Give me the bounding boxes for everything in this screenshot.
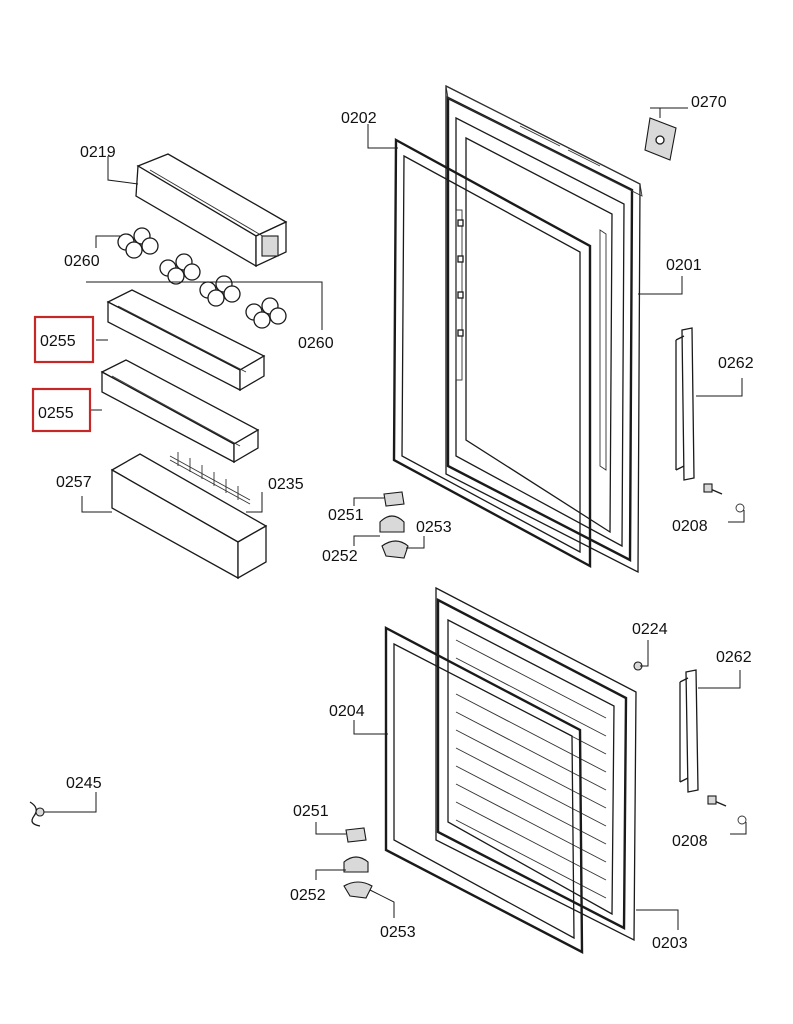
egg-tray-upper-0260 — [117, 227, 201, 285]
hinge-set-lower — [343, 827, 373, 899]
fridge-door-panel — [445, 84, 643, 574]
label-0251-lower: 0251 — [293, 803, 329, 820]
leader-lines — [44, 107, 747, 930]
fridge-door-gasket — [392, 137, 592, 569]
label-0201: 0201 — [666, 257, 702, 274]
label-0208-upper: 0208 — [672, 518, 708, 535]
label-0253-lower: 0253 — [380, 924, 416, 941]
label-0270: 0270 — [691, 94, 727, 111]
label-0202: 0202 — [341, 110, 377, 127]
label-0262-upper: 0262 — [718, 355, 754, 372]
highlight-box-0255-lower — [31, 387, 92, 433]
label-0252-lower: 0252 — [290, 887, 326, 904]
part-0245-cable — [29, 801, 45, 827]
label-0262-lower: 0262 — [716, 649, 752, 666]
label-0204: 0204 — [329, 703, 365, 720]
label-0224: 0224 — [632, 621, 668, 638]
screw-upper — [703, 483, 745, 513]
butter-compartment-0219 — [135, 153, 288, 268]
door-shelf-0255-lower — [100, 359, 260, 464]
part-0270-hinge-cover — [644, 117, 677, 161]
label-0260-lower: 0260 — [298, 335, 334, 352]
label-0251-upper: 0251 — [328, 507, 364, 524]
hinge-set-upper — [379, 491, 409, 559]
label-0255-lower: 0255 — [38, 405, 74, 422]
door-handle-lower — [679, 669, 699, 793]
bottle-shelf-0257 — [110, 453, 268, 580]
label-0255-upper: 0255 — [40, 333, 76, 350]
label-0208-lower: 0208 — [672, 833, 708, 850]
highlight-box-0255-upper — [33, 315, 95, 364]
label-0253-upper: 0253 — [416, 519, 452, 536]
bottle-divider-0235 — [169, 452, 251, 505]
label-0235: 0235 — [268, 476, 304, 493]
screw-lower — [707, 795, 747, 825]
door-shelf-0255-upper — [106, 289, 266, 392]
freezer-door-gasket — [384, 626, 584, 954]
freezer-door-panel — [435, 586, 637, 942]
label-0252-upper: 0252 — [322, 548, 358, 565]
label-0245: 0245 — [66, 775, 102, 792]
label-0257: 0257 — [56, 474, 92, 491]
label-0219: 0219 — [80, 144, 116, 161]
egg-tray-lower-0260 — [199, 275, 287, 329]
label-0260-upper: 0260 — [64, 253, 100, 270]
door-handle-upper — [675, 327, 695, 481]
label-0203: 0203 — [652, 935, 688, 952]
